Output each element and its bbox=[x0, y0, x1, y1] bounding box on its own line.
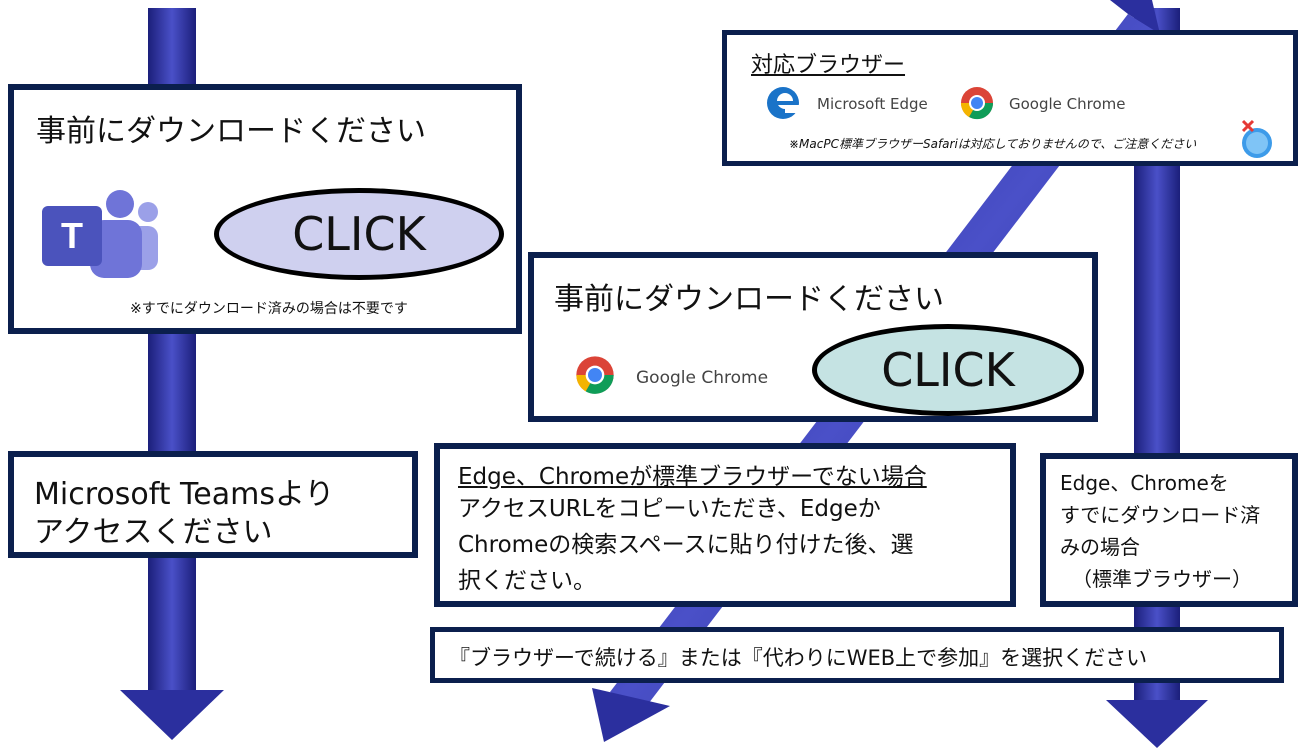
chrome-download-panel: 事前にダウンロードください Google Chrome CLICK bbox=[528, 252, 1098, 422]
already-downloaded-step: Edge、Chromeを すでにダウンロード済 みの場合 （標準ブラウザー） bbox=[1040, 453, 1298, 607]
teams-icon: T bbox=[42, 188, 162, 282]
not-default-line4: 択ください。 bbox=[458, 568, 596, 594]
edge-label: Microsoft Edge bbox=[817, 95, 928, 113]
not-default-line3: Chromeの検索スペースに貼り付けた後、選 bbox=[458, 532, 914, 558]
not-default-browser-step: Edge、Chromeが標準ブラウザーでない場合 アクセスURLをコピーいただき… bbox=[434, 443, 1016, 607]
chrome-click-button[interactable]: CLICK bbox=[812, 324, 1084, 416]
safari-note: ※MacPC標準ブラウザーSafariは対応しておりませんので、ご注意ください bbox=[789, 137, 1197, 151]
browsers-heading: 対応ブラウザー bbox=[751, 53, 906, 78]
chrome-icon bbox=[959, 85, 995, 125]
supported-browsers-panel: 対応ブラウザー Microsoft Edge Google Chrome ※Ma… bbox=[722, 30, 1298, 166]
downloaded-line2: すでにダウンロード済 bbox=[1060, 503, 1261, 527]
downloaded-line1: Edge、Chromeを bbox=[1060, 471, 1229, 495]
safari-not-supported-icon bbox=[1237, 117, 1277, 165]
chrome-panel-heading: 事前にダウンロードください bbox=[554, 282, 944, 317]
downloaded-line4: （標準ブラウザー） bbox=[1072, 567, 1252, 591]
teams-access-step: Microsoft Teamsより アクセスください bbox=[8, 451, 418, 558]
teams-step-line1: Microsoft Teamsより bbox=[34, 477, 335, 512]
teams-click-button[interactable]: CLICK bbox=[214, 188, 504, 280]
not-default-line2: アクセスURLをコピーいただき、Edgeか bbox=[458, 496, 881, 522]
final-step-text: 『ブラウザーで続ける』または『代わりにWEB上で参加』を選択ください bbox=[449, 646, 1148, 670]
final-step: 『ブラウザーで続ける』または『代わりにWEB上で参加』を選択ください bbox=[430, 627, 1284, 683]
chrome-icon bbox=[574, 354, 616, 400]
edge-icon bbox=[765, 85, 801, 125]
teams-download-panel: 事前にダウンロードください T CLICK ※すでにダウンロード済みの場合は不要… bbox=[8, 84, 522, 334]
not-default-line1: Edge、Chromeが標準ブラウザーでない場合 bbox=[458, 464, 927, 490]
teams-step-line2: アクセスください bbox=[34, 515, 273, 550]
teams-panel-note: ※すでにダウンロード済みの場合は不要です bbox=[130, 301, 408, 317]
teams-panel-heading: 事前にダウンロードください bbox=[36, 114, 426, 149]
downloaded-line3: みの場合 bbox=[1060, 535, 1140, 559]
chrome-label: Google Chrome bbox=[1009, 95, 1126, 113]
svg-text:T: T bbox=[61, 215, 83, 256]
chrome-download-label: Google Chrome bbox=[636, 368, 769, 388]
